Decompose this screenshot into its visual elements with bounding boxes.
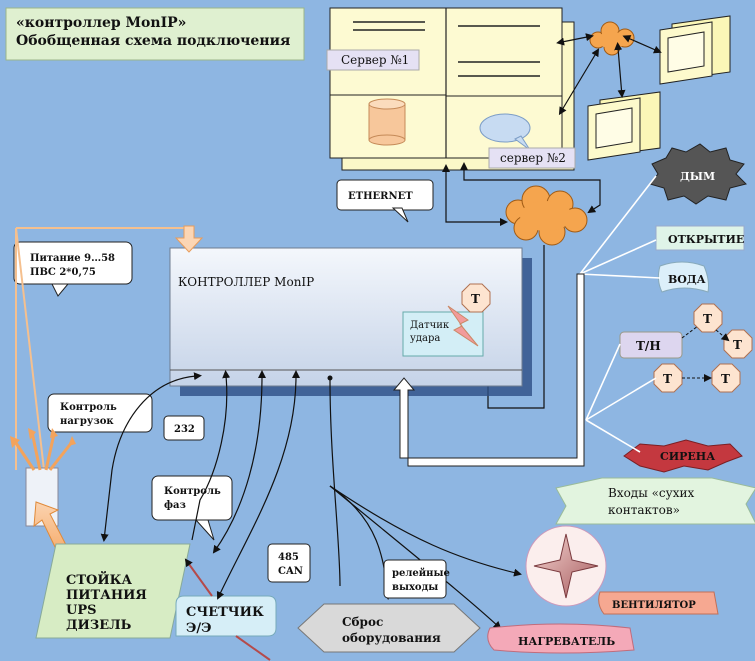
siren-output: СИРЕНА	[623, 439, 743, 473]
monitor-icon	[659, 15, 731, 85]
title-box: «контроллер MonIP» Обобщенная схема подк…	[5, 7, 305, 61]
power-rack: СТОЙКА ПИТАНИЯ UPS ДИЗЕЛЬ	[35, 543, 191, 639]
title-line2: Обобщенная схема подключения	[16, 33, 290, 49]
fan-output: ВЕНТИЛЯТОР	[598, 591, 719, 615]
svg-text:оборудования: оборудования	[342, 631, 441, 645]
database-icon	[368, 98, 406, 146]
server2-label: сервер №2	[488, 147, 576, 169]
svg-text:фаз: фаз	[164, 500, 186, 511]
water-sensor: ВОДА	[657, 261, 709, 293]
svg-text:СЧЕТЧИК: СЧЕТЧИК	[186, 605, 264, 620]
heater-output: НАГРЕВАТЕЛЬ	[487, 623, 635, 654]
svg-text:CAN: CAN	[278, 566, 303, 577]
svg-text:Входы «сухих: Входы «сухих	[608, 486, 694, 500]
svg-text:ПВС 2*0,75: ПВС 2*0,75	[30, 267, 96, 278]
svg-text:Питание 9…58: Питание 9…58	[30, 253, 115, 264]
svg-text:Т: Т	[703, 312, 712, 326]
t-sensor: Т	[723, 329, 753, 359]
svg-text:UPS: UPS	[66, 603, 97, 618]
th-sensor: Т/Н	[619, 331, 683, 359]
svg-text:Т: Т	[733, 338, 742, 352]
t-sensor: Т	[693, 303, 723, 333]
svg-text:ВЕНТИЛЯТОР: ВЕНТИЛЯТОР	[612, 600, 696, 611]
reset-equipment: Сброс оборудования	[297, 603, 481, 653]
svg-text:релейные: релейные	[392, 568, 450, 579]
controller-label: КОНТРОЛЛЕР MonIP	[178, 275, 314, 289]
svg-text:нагрузок: нагрузок	[60, 416, 114, 427]
svg-text:485: 485	[278, 552, 299, 563]
title-line1: «контроллер MonIP»	[16, 15, 186, 31]
svg-text:сервер №2: сервер №2	[500, 151, 566, 165]
svg-text:ПИТАНИЯ: ПИТАНИЯ	[66, 588, 147, 603]
phase-control-label: Контроль фаз	[151, 475, 233, 541]
svg-text:Сервер №1: Сервер №1	[341, 53, 409, 67]
load-control-label: Контроль нагрузок	[47, 393, 153, 433]
svg-text:Контроль: Контроль	[60, 402, 117, 413]
dry-contacts-label: Входы «сухих контактов»	[555, 477, 755, 525]
energy-meter: СЧЕТЧИК Э/Э	[175, 595, 277, 637]
t-sensor: Т	[653, 363, 683, 393]
svg-text:СТОЙКА: СТОЙКА	[66, 571, 132, 588]
ethernet-label: ETHERNET	[336, 179, 434, 223]
t-sensor: Т	[711, 363, 741, 393]
svg-text:Сброс: Сброс	[342, 615, 383, 629]
svg-text:ОТКРЫТИЕ: ОТКРЫТИЕ	[668, 233, 744, 246]
svg-text:контактов»: контактов»	[608, 503, 680, 517]
svg-text:СИРЕНА: СИРЕНА	[660, 450, 715, 463]
smoke-sensor: ДЫМ	[649, 143, 747, 205]
fan-icon	[525, 525, 607, 607]
dry-contacts-bus	[392, 273, 585, 467]
bus-label: 485 CAN	[267, 543, 311, 583]
svg-text:ДЫМ: ДЫМ	[680, 170, 715, 183]
svg-text:ETHERNET: ETHERNET	[348, 191, 413, 202]
svg-text:Контроль: Контроль	[164, 486, 221, 497]
monitor-icon	[587, 91, 661, 161]
svg-text:Т: Т	[663, 372, 672, 386]
svg-text:Т: Т	[721, 372, 730, 386]
svg-text:Датчик: Датчик	[410, 320, 450, 331]
svg-text:Т/Н: Т/Н	[636, 339, 661, 353]
svg-text:232: 232	[174, 424, 195, 435]
speech-bubble-icon	[479, 113, 531, 151]
network-cloud-small	[589, 21, 635, 56]
power-label: Питание 9…58 ПВС 2*0,75	[13, 241, 133, 297]
server1-label: Сервер №1	[326, 49, 420, 71]
svg-text:Э/Э: Э/Э	[186, 621, 211, 636]
svg-text:НАГРЕВАТЕЛЬ: НАГРЕВАТЕЛЬ	[518, 635, 615, 648]
load-icon	[10, 428, 76, 527]
relay-outputs-label: релейные выходы	[383, 559, 450, 599]
opening-sensor: ОТКРЫТИЕ	[655, 225, 745, 251]
shock-sensor: Датчик удара	[402, 305, 484, 357]
svg-text:удара: удара	[410, 333, 440, 344]
network-cloud	[505, 185, 588, 246]
svg-text:выходы: выходы	[392, 582, 438, 593]
svg-text:Т: Т	[471, 292, 480, 306]
rs232-label: 232	[163, 415, 205, 441]
power-arrow	[174, 225, 204, 253]
svg-text:ДИЗЕЛЬ: ДИЗЕЛЬ	[66, 618, 132, 633]
svg-text:ВОДА: ВОДА	[668, 273, 706, 286]
server-rack: Сервер №1 сервер №2	[326, 7, 576, 171]
t-badge: Т	[461, 283, 491, 313]
lightning-icon	[447, 305, 479, 347]
